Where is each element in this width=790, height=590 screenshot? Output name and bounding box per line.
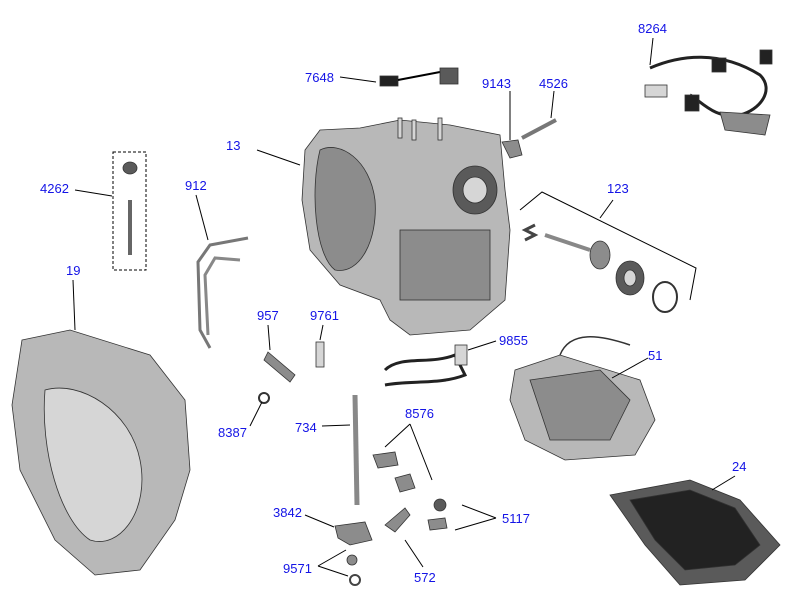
part-9571[interactable] — [346, 554, 361, 586]
callout-912[interactable]: 912 — [185, 178, 207, 193]
callout-7648[interactable]: 7648 — [305, 70, 334, 85]
part-4262-plug-assembly[interactable] — [112, 151, 147, 271]
part-7648-sensor[interactable] — [379, 67, 459, 87]
part-51-valve-body[interactable] — [509, 336, 656, 461]
callout-8264[interactable]: 8264 — [638, 21, 667, 36]
callout-572[interactable]: 572 — [414, 570, 436, 585]
part-572-lever[interactable] — [384, 507, 411, 533]
callout-24[interactable]: 24 — [732, 459, 746, 474]
callout-734[interactable]: 734 — [295, 420, 317, 435]
part-9761-shaft[interactable] — [315, 341, 325, 368]
callout-3842[interactable]: 3842 — [273, 505, 302, 520]
part-912-tube-assembly[interactable] — [196, 236, 249, 349]
part-9855-harness[interactable] — [383, 344, 468, 387]
part-8576[interactable] — [372, 451, 416, 493]
part-8264-wiring-harness[interactable] — [644, 49, 773, 136]
callout-51[interactable]: 51 — [648, 348, 662, 363]
callout-957[interactable]: 957 — [257, 308, 279, 323]
part-5117[interactable] — [427, 498, 448, 531]
callout-4526[interactable]: 4526 — [539, 76, 568, 91]
callout-13[interactable]: 13 — [226, 138, 240, 153]
callout-9761[interactable]: 9761 — [310, 308, 339, 323]
callout-4262[interactable]: 4262 — [40, 181, 69, 196]
part-9143[interactable] — [501, 139, 523, 159]
callout-9571[interactable]: 9571 — [283, 561, 312, 576]
part-4526-pin[interactable] — [521, 118, 557, 140]
part-8387-spring[interactable] — [258, 392, 270, 404]
part-957-lever[interactable] — [263, 351, 296, 383]
callout-5117[interactable]: 5117 — [502, 511, 530, 526]
callout-123[interactable]: 123 — [607, 181, 629, 196]
callout-9855[interactable]: 9855 — [499, 333, 528, 348]
callout-8576[interactable]: 8576 — [405, 406, 434, 421]
part-13-transmission-case[interactable] — [301, 117, 511, 336]
callout-8387[interactable]: 8387 — [218, 425, 247, 440]
callout-9143[interactable]: 9143 — [482, 76, 511, 91]
part-3842-bracket[interactable] — [334, 521, 373, 546]
callout-19[interactable]: 19 — [66, 263, 80, 278]
part-123-accumulator[interactable] — [521, 223, 678, 313]
part-24-oil-pan[interactable] — [609, 479, 781, 586]
part-734-shaft[interactable] — [352, 394, 360, 506]
leader-lines — [72, 37, 736, 577]
part-19-converter-housing[interactable] — [11, 329, 191, 576]
